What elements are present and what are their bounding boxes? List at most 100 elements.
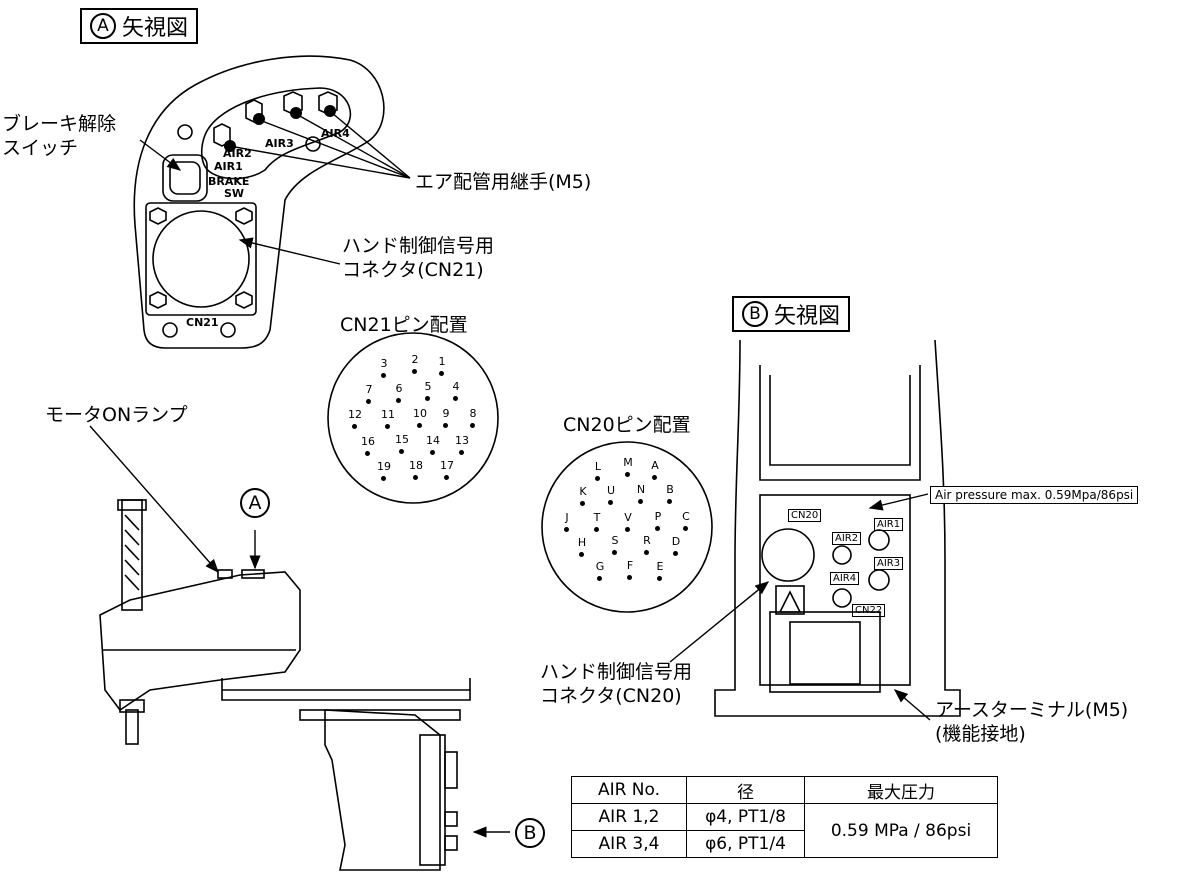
pin-label: T	[593, 511, 601, 524]
pin-label: 19	[377, 460, 391, 473]
panel-a-air3: AIR3	[265, 137, 294, 150]
pin-label: 16	[361, 435, 375, 448]
panel-a-sw: SW	[224, 187, 245, 200]
pin-label: F	[626, 559, 634, 572]
header-max-pressure: 最大圧力	[804, 776, 998, 804]
pin-dot	[385, 424, 390, 429]
pin-dot	[439, 371, 444, 376]
view-a-letter: A	[90, 13, 116, 39]
pin-label: J	[565, 511, 569, 524]
pin-dot	[683, 526, 688, 531]
pin-dot	[412, 369, 417, 374]
pin-dot	[381, 476, 386, 481]
pin-dot	[625, 472, 630, 477]
view-b-title-text: 矢視図	[774, 304, 841, 329]
pin-label: R	[643, 534, 651, 547]
pin-dot	[579, 552, 584, 557]
cn20-pin-title: CN20ピン配置	[563, 414, 691, 436]
pin-label: U	[606, 484, 616, 497]
pin-dot	[652, 475, 657, 480]
spec-row: AIR 1,2 φ4, PT1/8 0.59 MPa / 86psi	[571, 803, 998, 858]
pin-label: 6	[395, 382, 403, 395]
panel-b-cn20: CN20	[788, 509, 822, 522]
air-fitting-label: エア配管用継手(M5)	[415, 171, 592, 193]
pin-label: H	[577, 536, 587, 549]
pin-dot	[396, 398, 401, 403]
pin-label: L	[594, 460, 602, 473]
pin-label: B	[666, 483, 674, 496]
diameter-cell: φ6, PT1/4	[686, 830, 805, 858]
pin-label: V	[624, 511, 632, 524]
pin-label: 7	[365, 383, 373, 396]
max-pressure-cell: 0.59 MPa / 86psi	[804, 803, 998, 858]
panel-b-air2: AIR2	[832, 532, 862, 545]
pin-label: 10	[413, 407, 427, 420]
hand-connector-cn20-label: ハンド制御信号用 コネクタ(CN20)	[540, 661, 693, 707]
pin-dot	[655, 526, 660, 531]
diameter-cell: φ4, PT1/8	[686, 803, 805, 831]
pin-dot	[365, 451, 370, 456]
pin-label: 8	[469, 407, 477, 420]
view-b-title: B 矢視図	[732, 296, 851, 332]
panel-a-plate	[133, 55, 385, 349]
air-pressure-note: Air pressure max. 0.59Mpa/86psi	[930, 486, 1139, 504]
pin-dot	[453, 396, 458, 401]
pin-label: 15	[395, 433, 409, 446]
pin-label: 2	[411, 353, 419, 366]
view-b-letter: B	[742, 301, 768, 327]
pin-label: G	[595, 560, 605, 573]
pin-dot	[366, 399, 371, 404]
pin-label: C	[682, 510, 690, 523]
air-cell: AIR 1,2	[571, 803, 687, 831]
panel-b-air1: AIR1	[874, 518, 904, 531]
motor-lamp-label: モータONランプ	[45, 404, 188, 426]
pin-dot	[381, 373, 386, 378]
pin-dot	[595, 476, 600, 481]
cn21-pin-title: CN21ピン配置	[340, 314, 468, 336]
pin-dot	[608, 500, 613, 505]
pin-dot	[459, 450, 464, 455]
panel-a-brake: BRAKE	[208, 175, 250, 188]
hand-connector-cn21-label: ハンド制御信号用 コネクタ(CN21)	[342, 235, 495, 281]
pin-label: 13	[455, 434, 469, 447]
pin-dot	[444, 475, 449, 480]
pin-dot	[425, 396, 430, 401]
spec-header-row: AIR No. 径 最大圧力	[571, 776, 998, 804]
pin-dot	[597, 576, 602, 581]
earth-terminal-label: アースターミナル(M5) (機能接地)	[935, 699, 1129, 745]
pin-label: D	[671, 535, 681, 548]
pin-label: 12	[348, 408, 362, 421]
panel-b-air4: AIR4	[830, 572, 860, 585]
pin-dot	[399, 449, 404, 454]
pin-dot	[638, 499, 643, 504]
pin-label: 3	[380, 357, 388, 370]
pin-dot	[430, 450, 435, 455]
pin-dot	[470, 423, 475, 428]
panel-b-air3: AIR3	[874, 557, 904, 570]
pin-dot	[673, 551, 678, 556]
pin-label: 9	[442, 407, 450, 420]
pin-label: P	[654, 510, 662, 523]
header-diameter: 径	[686, 776, 805, 804]
robot-side-view	[99, 499, 471, 871]
pin-label: E	[656, 560, 664, 573]
view-a-title-text: 矢視図	[122, 16, 189, 41]
pin-label: M	[623, 456, 633, 469]
robot-leaders	[89, 425, 510, 838]
panel-a-leaders	[139, 112, 411, 265]
panel-b-cn22: CN22	[852, 604, 886, 617]
pin-label: 14	[426, 434, 440, 447]
pin-label: 1	[438, 355, 446, 368]
pin-dot	[443, 423, 448, 428]
header-air-no: AIR No.	[571, 776, 687, 804]
pin-label: 18	[409, 459, 423, 472]
pin-dot	[612, 550, 617, 555]
pin-label: 17	[440, 459, 454, 472]
pin-dot	[352, 424, 357, 429]
pin-label: N	[636, 483, 646, 496]
brake-switch-label: ブレーキ解除 スイッチ	[2, 113, 117, 159]
pin-label: A	[651, 459, 659, 472]
pin-label: 5	[424, 380, 432, 393]
base-rear-view	[714, 339, 961, 717]
